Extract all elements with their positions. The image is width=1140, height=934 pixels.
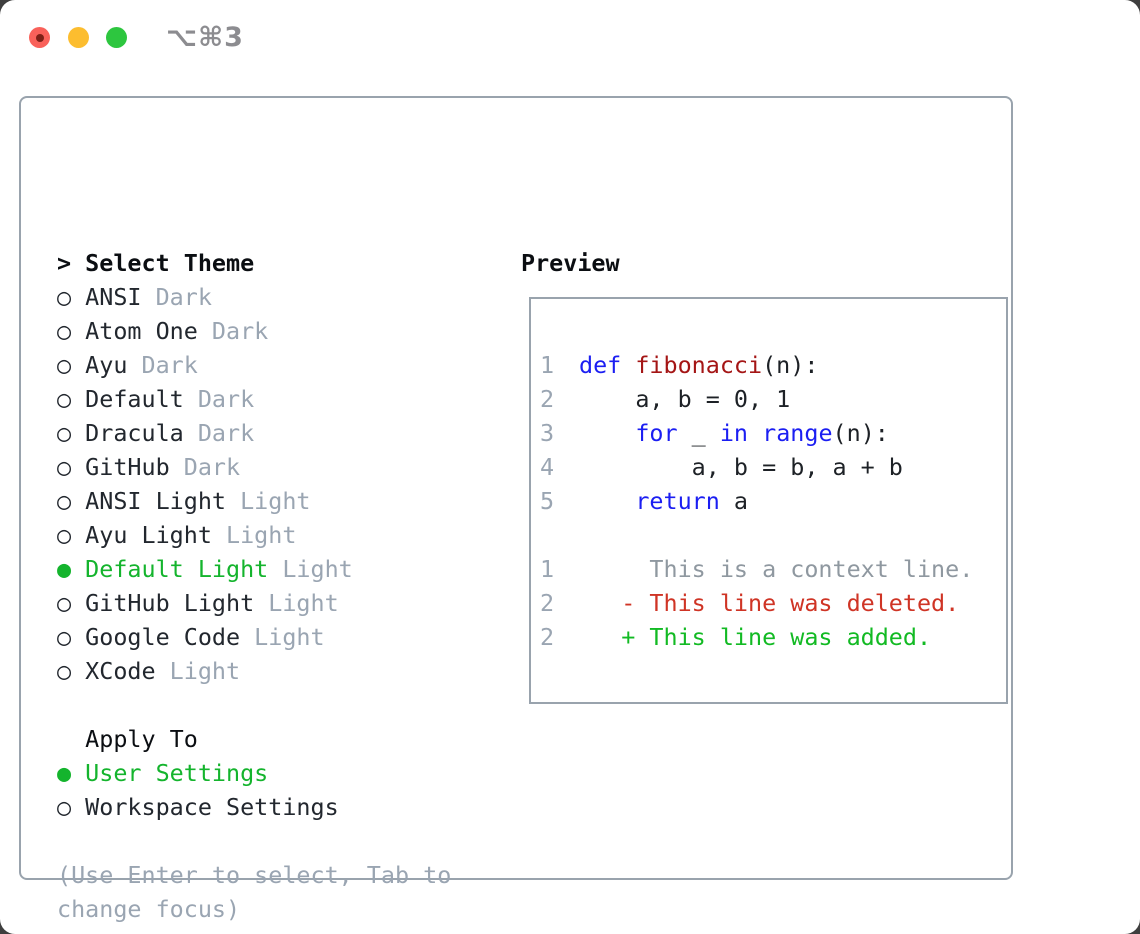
code-token-code-default: a	[719, 487, 749, 515]
theme-option-ansi-light[interactable]: ○ ANSI Light Light	[57, 484, 451, 518]
theme-variant: Dark	[183, 419, 255, 447]
apply-option-label: User Settings	[85, 759, 269, 787]
window-shortcut-label: ⌥⌘3	[166, 22, 244, 53]
titlebar: ⌥⌘3	[0, 0, 1140, 76]
theme-name: GitHub Light	[85, 589, 255, 617]
apply-option-user-settings[interactable]: ● User Settings	[57, 756, 451, 790]
code-token-diff-context: This is a context line.	[579, 555, 974, 583]
theme-option-ansi[interactable]: ○ ANSI Dark	[57, 280, 451, 314]
theme-variant: Dark	[141, 283, 212, 311]
zoom-button[interactable]	[106, 27, 127, 48]
theme-option-github-light[interactable]: ○ GitHub Light Light	[57, 586, 451, 620]
code-token-code-default	[579, 419, 635, 447]
code-token-code-default	[748, 419, 762, 447]
theme-variant: Dark	[169, 453, 241, 481]
focus-caret-icon: >	[57, 249, 86, 277]
code-preview-box: 1 2 3 4 5 1 2 2 def fibonacci(n): a, b =…	[529, 297, 1008, 704]
theme-name: Dracula	[85, 419, 184, 447]
theme-option-dracula[interactable]: ○ Dracula Dark	[57, 416, 451, 450]
radio-icon: ○	[57, 793, 86, 821]
theme-selector-panel: > Select Theme○ ANSI Dark○ Atom One Dark…	[19, 96, 1013, 923]
help-text-line1: (Use Enter to select, Tab to	[57, 858, 451, 892]
code-token-code-default: (n):	[832, 419, 889, 447]
code-token-code-keyword: return	[635, 487, 720, 515]
radio-icon: ○	[57, 487, 86, 515]
theme-name: Default	[85, 385, 184, 413]
theme-variant: Light	[240, 623, 325, 651]
radio-icon: ○	[57, 317, 86, 345]
code-token-code-default: _	[677, 419, 720, 447]
radio-icon: ○	[57, 385, 86, 413]
theme-option-ayu[interactable]: ○ Ayu Dark	[57, 348, 451, 382]
theme-name: Google Code	[85, 623, 241, 651]
theme-list-heading: > Select Theme	[57, 246, 451, 280]
apply-option-label: Workspace Settings	[85, 793, 339, 821]
radio-icon: ○	[57, 657, 86, 685]
theme-variant: Light	[254, 589, 339, 617]
theme-name: Atom One	[85, 317, 198, 345]
close-button-dot	[35, 33, 44, 42]
help-text: change focus)	[57, 895, 241, 923]
theme-name: ANSI	[85, 283, 142, 311]
theme-variant: Dark	[127, 351, 198, 379]
theme-name: ANSI Light	[85, 487, 226, 515]
code-token-code-keyword: range	[762, 419, 833, 447]
preview-heading: Preview	[521, 249, 620, 277]
radio-icon: ○	[57, 589, 86, 617]
spacer-row	[57, 688, 451, 722]
code-token-code-keyword: for	[635, 419, 678, 447]
code-token-code-default	[621, 351, 635, 379]
theme-option-xcode[interactable]: ○ XCode Light	[57, 654, 451, 688]
spacer	[57, 827, 71, 855]
theme-option-default[interactable]: ○ Default Dark	[57, 382, 451, 416]
selected-radio-icon: ●	[57, 759, 86, 787]
theme-option-atom-one[interactable]: ○ Atom One Dark	[57, 314, 451, 348]
help-text: (Use Enter to select, Tab to	[57, 861, 452, 889]
code-token-code-keyword: in	[719, 419, 749, 447]
theme-variant: Dark	[197, 317, 269, 345]
code-token-code-default: (n):	[762, 351, 819, 379]
theme-variant: Light	[211, 521, 297, 549]
theme-name: Ayu	[85, 351, 128, 379]
radio-icon: ○	[57, 351, 86, 379]
radio-icon: ○	[57, 521, 86, 549]
spacer-row	[57, 824, 451, 858]
theme-variant: Light	[268, 555, 353, 583]
code-token-code-function: fibonacci	[635, 351, 763, 379]
radio-icon: ○	[57, 283, 86, 311]
theme-option-github[interactable]: ○ GitHub Dark	[57, 450, 451, 484]
close-button[interactable]	[29, 27, 50, 48]
line-number-gutter: 1 2 3 4 5 1 2 2	[540, 351, 555, 651]
minimize-button[interactable]	[68, 27, 89, 48]
theme-name: XCode	[85, 657, 156, 685]
code-token-code-default: a, b = 0, 1	[579, 385, 791, 413]
apply-option-workspace-settings[interactable]: ○ Workspace Settings	[57, 790, 451, 824]
theme-list-heading-label: Select Theme	[85, 249, 255, 277]
theme-name: Default Light	[85, 555, 269, 583]
apply-to-heading: Apply To	[57, 722, 451, 756]
theme-option-google-code[interactable]: ○ Google Code Light	[57, 620, 451, 654]
theme-variant: Dark	[183, 385, 255, 413]
code-token-code-keyword: def	[579, 351, 622, 379]
selected-radio-icon: ●	[57, 555, 86, 583]
apply-to-heading-label: Apply To	[57, 725, 198, 753]
theme-variant: Light	[226, 487, 311, 515]
code-token-diff-deleted: - This line was deleted.	[579, 589, 960, 617]
theme-option-ayu-light[interactable]: ○ Ayu Light Light	[57, 518, 451, 552]
code-token-diff-added: + This line was added.	[579, 623, 932, 651]
theme-name: GitHub	[85, 453, 170, 481]
theme-variant: Light	[155, 657, 241, 685]
spacer	[57, 691, 71, 719]
code-token-code-default: a, b = b, a + b	[579, 453, 903, 481]
radio-icon: ○	[57, 419, 86, 447]
left-column: > Select Theme○ ANSI Dark○ Atom One Dark…	[57, 246, 451, 926]
theme-option-default-light[interactable]: ● Default Light Light	[57, 552, 451, 586]
radio-icon: ○	[57, 623, 86, 651]
code-token-code-default	[579, 487, 635, 515]
radio-icon: ○	[57, 453, 86, 481]
code-preview-content: def fibonacci(n): a, b = 0, 1 for _ in r…	[579, 348, 973, 654]
help-text-line2: change focus)	[57, 892, 451, 926]
theme-name: Ayu Light	[85, 521, 212, 549]
